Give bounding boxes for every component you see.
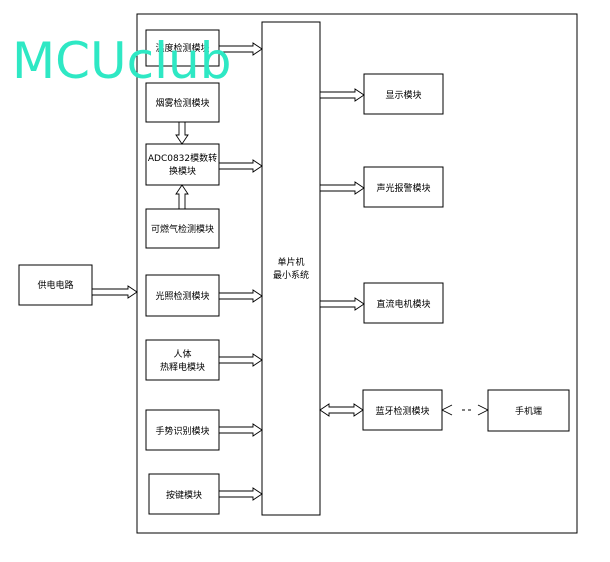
- power-block: [18, 264, 93, 306]
- gesture-block: [145, 409, 220, 451]
- alarm-label: 声光报警模块: [376, 182, 430, 194]
- temperature-label: 温度检测模块: [155, 42, 209, 54]
- arrow-mcu-to-alarm: [319, 181, 365, 195]
- wireless-link: [441, 404, 489, 416]
- bluetooth-block: [362, 389, 443, 431]
- outer-frame: [136, 13, 578, 534]
- motor-label: 直流电机模块: [376, 298, 430, 310]
- phone-block: [487, 389, 570, 432]
- watermark-logo: MCUclub: [12, 32, 231, 90]
- arrow-temperature-to-mcu: [218, 42, 263, 56]
- light-label: 光照检测模块: [155, 290, 209, 302]
- smoke-block: [145, 82, 220, 123]
- arrow-mcu-to-display: [319, 88, 365, 102]
- pir-label-line2: 热释电模块: [160, 361, 205, 373]
- arrow-mcu-bluetooth-bidirectional: [319, 403, 364, 417]
- arrow-light-to-mcu: [218, 289, 263, 303]
- arrow-keys-to-mcu: [218, 487, 263, 501]
- arrow-pir-to-mcu: [218, 353, 263, 367]
- display-block: [363, 73, 444, 115]
- keys-label: 按键模块: [166, 489, 202, 501]
- light-block: [145, 274, 220, 317]
- mcu-block: [261, 21, 321, 516]
- mcu-label-line1: 单片机: [277, 256, 304, 268]
- arrow-adc-to-mcu: [218, 159, 263, 173]
- smoke-label: 烟雾检测模块: [155, 97, 209, 109]
- pir-label-line1: 人体: [173, 348, 191, 360]
- pir-block: [145, 339, 220, 381]
- mcu-label-line2: 最小系统: [273, 269, 309, 281]
- bluetooth-label: 蓝牙检测模块: [375, 405, 429, 417]
- gas-block: [145, 208, 220, 249]
- arrow-power-to-system: [91, 285, 138, 299]
- adc-label-line1: ADC0832模数转: [148, 152, 217, 164]
- gesture-label: 手势识别模块: [155, 425, 209, 437]
- adc-label-line2: 换模块: [169, 165, 196, 177]
- temperature-block: [145, 29, 220, 67]
- display-label: 显示模块: [385, 89, 421, 101]
- motor-block: [363, 282, 444, 324]
- power-label: 供电电路: [37, 279, 73, 291]
- phone-label: 手机端: [515, 405, 542, 417]
- arrow-gesture-to-mcu: [218, 423, 263, 437]
- arrow-gas-to-adc: [175, 184, 189, 210]
- gas-label: 可燃气检测模块: [151, 223, 214, 235]
- arrow-mcu-to-motor: [319, 297, 365, 311]
- alarm-block: [363, 166, 444, 208]
- arrow-smoke-to-adc: [175, 121, 189, 145]
- adc-block: [145, 143, 220, 186]
